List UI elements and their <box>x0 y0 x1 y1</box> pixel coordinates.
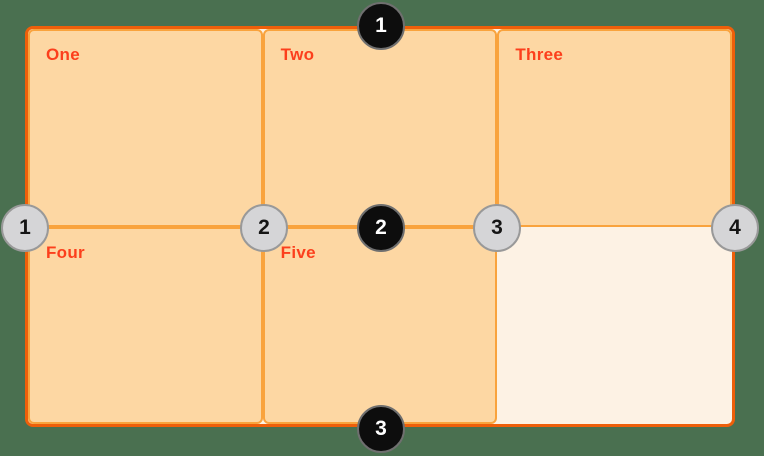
column-line-badge-3: 3 <box>473 204 521 252</box>
cell-label-one: One <box>46 45 80 64</box>
column-line-badge-2: 2 <box>240 204 288 252</box>
cell-label-three: Three <box>515 45 564 64</box>
row-line-badge-2: 2 <box>357 204 405 252</box>
grid-cell-four: Four <box>28 226 263 424</box>
cell-label-four: Four <box>46 242 85 262</box>
column-line-badge-1: 1 <box>1 204 49 252</box>
cell-label-two: Two <box>280 45 315 64</box>
row-line-badge-3: 3 <box>357 405 405 453</box>
row-line-badge-1: 1 <box>357 2 405 50</box>
grid-cell-one: One <box>28 29 263 227</box>
grid-cell-two: Two <box>262 29 498 227</box>
grid-cell-empty <box>497 227 732 425</box>
column-line-badge-4: 4 <box>711 204 759 252</box>
grid-cell-five: Five <box>262 226 498 424</box>
grid-cell-three: Three <box>497 29 732 227</box>
cell-label-five: Five <box>280 242 316 262</box>
grid-container: One Two Three Four Five <box>25 26 735 427</box>
